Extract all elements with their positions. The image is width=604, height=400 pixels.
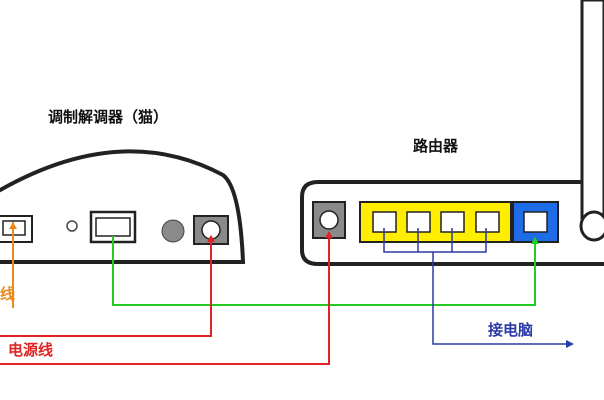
- modem-icon: [0, 149, 246, 264]
- modem-title: 调制解调器（猫）: [48, 108, 169, 126]
- orange-arrow-up-icon: [9, 222, 17, 229]
- router-lan-port-4: [475, 211, 500, 233]
- green-wire: [112, 236, 536, 306]
- antenna-icon: [579, 0, 604, 242]
- router-wan-port-inner: [523, 211, 548, 233]
- red-router-arrow-up-icon: [325, 231, 333, 238]
- modem-ethernet-port-inner: [95, 217, 131, 237]
- router-title: 路由器: [413, 137, 459, 155]
- red-wire-modem: [0, 236, 212, 337]
- modem-power-switch: [161, 219, 185, 243]
- power-cord-label: 电源线: [8, 341, 54, 359]
- left-partial-label: 线: [0, 285, 16, 303]
- modem-body: [0, 149, 246, 264]
- blue-wire-to-computer: [432, 252, 566, 345]
- green-arrow-up-icon: [531, 237, 539, 244]
- router-power-port-hole: [319, 210, 339, 230]
- red-arrow-up-icon: [207, 235, 215, 242]
- blue-lan-wiring: [383, 228, 566, 345]
- antenna-base: [579, 210, 604, 242]
- to-computer-label: 接电脑: [488, 321, 534, 339]
- red-wire-router: [0, 232, 330, 365]
- router-icon: [300, 180, 604, 266]
- blue-wire-port1: [383, 228, 487, 253]
- antenna-mast: [580, 0, 604, 220]
- arrow-right-icon: [566, 340, 574, 348]
- modem-indicator-hole: [66, 220, 78, 232]
